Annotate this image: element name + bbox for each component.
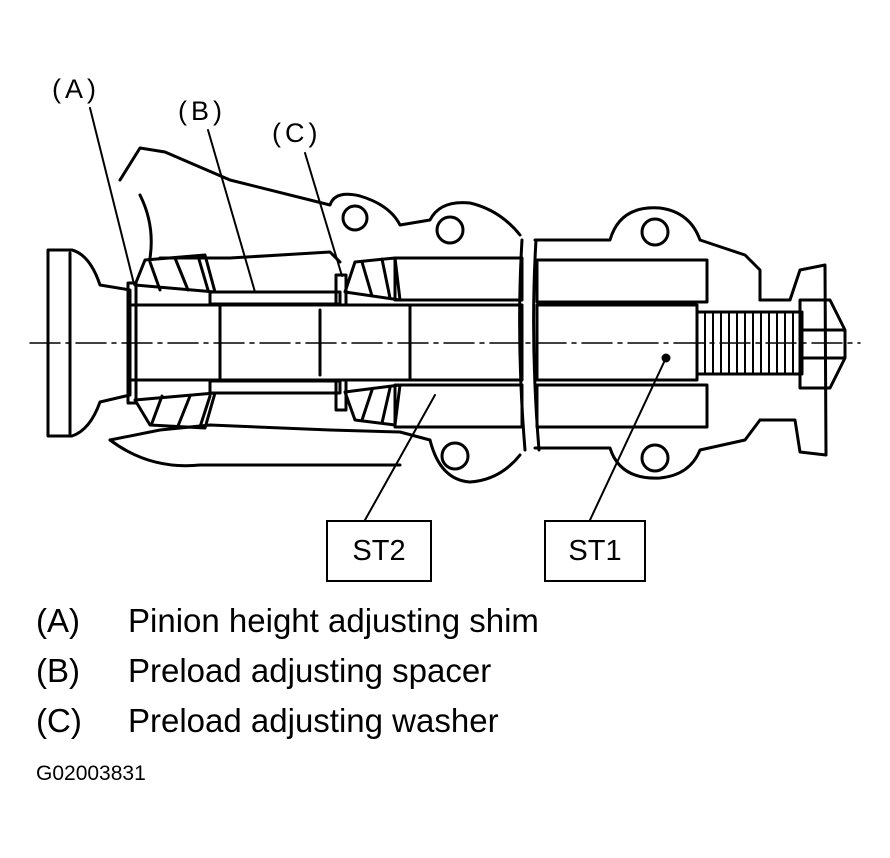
callout-c: (C)	[272, 118, 322, 148]
housing-upper-right	[533, 206, 762, 302]
bolt-hole	[640, 217, 670, 247]
figure-code: G02003831	[36, 762, 146, 785]
legend-text: Pinion height adjusting shim	[128, 602, 539, 639]
housing-lower-outline	[108, 423, 522, 484]
housing-upper-outline	[118, 146, 522, 237]
bolt-hole	[435, 215, 465, 245]
st2-tool-tube	[535, 258, 709, 304]
callout-a: (A)	[52, 74, 100, 104]
st2-tool-tube	[393, 383, 524, 429]
legend-key: (C)	[36, 702, 82, 739]
st2-label-box: ST2	[326, 520, 432, 582]
housing-lower-left	[108, 438, 402, 468]
legend-item: (A) Pinion height adjusting shim	[36, 596, 836, 646]
leader-line-st1	[589, 359, 666, 521]
leader-line-c	[304, 152, 343, 277]
preload-spacer	[208, 290, 342, 306]
st1-label-box: ST1	[544, 520, 646, 582]
st2-tool-tube	[393, 256, 524, 302]
housing-lower-right	[533, 418, 762, 480]
rear-bearing-lower	[343, 383, 402, 427]
callout-b: (B)	[178, 96, 226, 126]
pinion-flange	[46, 248, 132, 438]
bolt-hole	[440, 441, 470, 471]
legend-text: Preload adjusting washer	[128, 702, 499, 739]
leader-line-a	[89, 107, 135, 285]
housing-upper-inner	[138, 193, 342, 264]
legend-item: (B) Preload adjusting spacer	[36, 646, 836, 696]
housing-right-cover	[758, 263, 828, 457]
legend-key: (A)	[36, 602, 80, 639]
legend-text: Preload adjusting spacer	[128, 652, 492, 689]
preload-spacer	[208, 379, 342, 395]
front-bearing-lower	[133, 391, 217, 430]
legend: (A) Pinion height adjusting shim (B) Pre…	[36, 596, 836, 746]
pinion-shaft-cross-section-diagram	[29, 107, 861, 521]
st2-tool-tube	[535, 383, 709, 429]
leader-line-st2	[364, 394, 436, 521]
legend-key: (B)	[36, 652, 80, 689]
bolt-hole	[341, 204, 369, 232]
bolt-hole	[640, 443, 670, 473]
legend-item: (C) Preload adjusting washer	[36, 696, 836, 746]
preload-washer	[334, 378, 348, 412]
leader-line-b	[207, 129, 256, 293]
rear-bearing-upper	[343, 256, 402, 302]
front-bearing-upper	[133, 253, 217, 294]
st1-nut	[798, 298, 847, 390]
